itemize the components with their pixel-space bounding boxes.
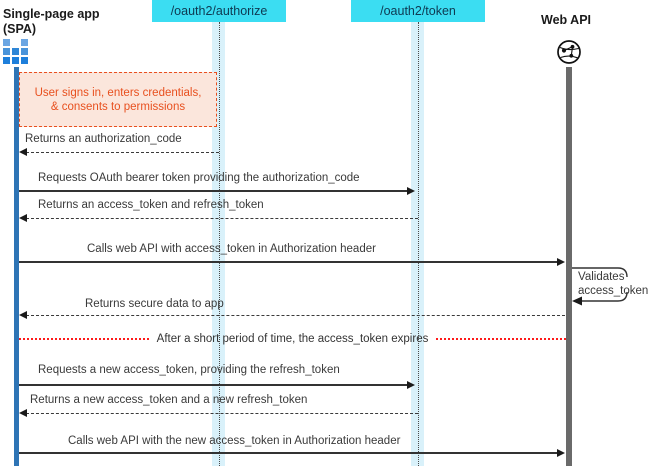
dashed-return-arrow xyxy=(26,218,418,219)
webapi-activation-bar xyxy=(566,67,572,466)
red-dotted-line xyxy=(436,337,567,340)
arrowhead-left-icon xyxy=(19,311,27,319)
message-label-returns-tokens: Returns an access_token and refresh_toke… xyxy=(38,199,264,211)
arrowhead-right-icon xyxy=(407,381,415,389)
arrowhead-left-icon xyxy=(19,409,27,417)
solid-request-arrow xyxy=(19,384,408,386)
arrowhead-right-icon xyxy=(557,449,565,457)
spa-activation-bar xyxy=(14,67,19,466)
message-label-returns-new-tokens: Returns a new access_token and a new ref… xyxy=(30,394,308,406)
message-label-requests-bearer-token: Requests OAuth bearer token providing th… xyxy=(38,172,360,184)
user-signin-note: User signs in, enters credentials, & con… xyxy=(19,72,217,127)
user-signin-note-text: User signs in, enters credentials, & con… xyxy=(34,86,202,113)
token-endpoint-box: /oauth2/token xyxy=(351,0,485,22)
arrowhead-right-icon xyxy=(407,187,415,195)
authorize-lifeline-band xyxy=(212,22,225,466)
token-expiry-divider: After a short period of time, the access… xyxy=(19,331,567,346)
message-label-returns-authorization-code: Returns an authorization_code xyxy=(25,133,182,145)
self-call-arrow xyxy=(572,267,628,306)
web-api-title: Web API xyxy=(541,13,592,27)
message-label-validates-token: Validates access_token xyxy=(578,271,649,297)
authorize-endpoint-label: /oauth2/authorize xyxy=(170,4,268,18)
token-endpoint-label: /oauth2/token xyxy=(380,4,456,18)
token-lifeline-band xyxy=(411,22,424,466)
dashed-return-arrow xyxy=(26,413,418,414)
message-label-calls-web-api: Calls web API with access_token in Autho… xyxy=(87,243,376,255)
spa-title: Single-page app (SPA) xyxy=(3,7,100,36)
web-api-globe-icon xyxy=(555,38,583,66)
solid-request-arrow xyxy=(19,261,558,263)
arrowhead-right-icon xyxy=(557,258,565,266)
message-label-calls-web-api-new-token: Calls web API with the new access_token … xyxy=(68,435,401,447)
authorize-lifeline xyxy=(219,22,220,466)
arrowhead-left-icon xyxy=(19,214,27,222)
authorize-endpoint-box: /oauth2/authorize xyxy=(152,0,286,22)
message-label-requests-new-token: Requests a new access_token, providing t… xyxy=(38,364,340,376)
solid-request-arrow xyxy=(19,190,408,192)
solid-request-arrow xyxy=(19,452,558,454)
dashed-return-arrow xyxy=(26,152,219,153)
token-lifeline xyxy=(418,22,419,466)
divider-label: After a short period of time, the access… xyxy=(156,332,429,345)
arrowhead-left-icon xyxy=(19,148,27,156)
red-dotted-line xyxy=(19,337,149,340)
dashed-return-arrow xyxy=(26,315,565,316)
app-grid-icon xyxy=(3,39,28,64)
message-label-returns-secure-data: Returns secure data to app xyxy=(85,298,224,310)
